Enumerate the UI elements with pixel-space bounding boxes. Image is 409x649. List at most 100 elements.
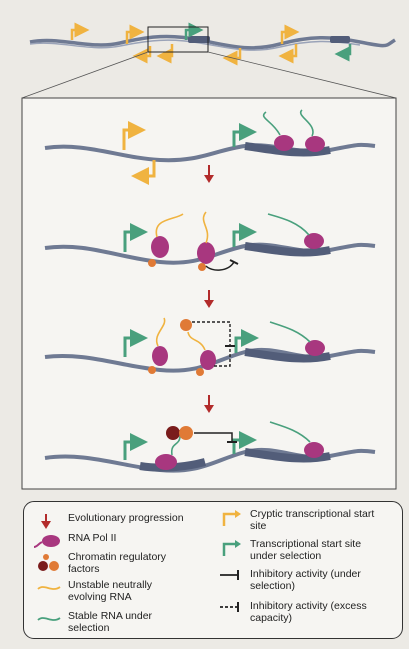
legend-label: Transcriptional start site under selecti…	[250, 538, 362, 562]
progression-arrow-icon	[204, 300, 214, 308]
diagram-figure	[21, 22, 397, 490]
pol2-icon	[274, 135, 294, 151]
legend-item-cryptic-tss: Cryptic transcriptional start site	[216, 508, 396, 532]
legend-item-inhibitory-excess: Inhibitory activity (excess capacity)	[216, 600, 396, 624]
legend-label: Inhibitory activity (excess capacity)	[250, 600, 367, 624]
selected-tss-icon	[216, 538, 250, 560]
cryptic-tss-icon	[122, 121, 146, 150]
selected-tss-icon	[123, 329, 148, 357]
overview-selected-tss-icon	[334, 44, 352, 62]
chromatin-factor-icon	[180, 319, 192, 331]
legend-item-unstable-rna: Unstable neutrally evolving RNA	[34, 579, 204, 603]
pol2-icon	[34, 532, 68, 554]
zoom-line-right	[207, 51, 397, 99]
stage-1	[44, 109, 376, 185]
progression-arrow-icon	[204, 405, 214, 413]
overview-cryptic-tss-icon	[156, 44, 174, 64]
overview-cryptic-tss-icon	[70, 22, 90, 40]
overview-cryptic-tss-icon	[278, 44, 298, 64]
pol2-icon	[305, 136, 325, 152]
legend-item-progression: Evolutionary progression	[34, 512, 204, 534]
inhibition-bar	[229, 259, 239, 265]
gene-body	[244, 242, 331, 257]
dna-strand	[44, 447, 376, 473]
unstable-rna-icon	[155, 317, 166, 347]
gene-body	[244, 348, 331, 363]
unstable-rna-icon	[155, 213, 184, 238]
pol2-icon	[305, 340, 325, 356]
inhibition-solid-icon	[205, 261, 235, 271]
pol2-icon	[155, 454, 177, 470]
legend-label: Evolutionary progression	[68, 512, 184, 524]
inhibition-dashed-icon	[216, 600, 250, 622]
pol2-icon	[304, 233, 324, 249]
stage-3	[44, 317, 376, 376]
stable-rna-icon	[262, 111, 281, 136]
stage-4	[44, 421, 376, 473]
stable-rna-icon	[299, 109, 314, 137]
chromatin-factor-icon	[148, 366, 156, 374]
chromatin-factor-icon	[196, 368, 204, 376]
overview-gene-block	[188, 36, 210, 43]
pol2-icon	[200, 350, 216, 370]
selected-tss-icon	[234, 329, 259, 353]
legend: Evolutionary progression RNA Pol II Chro…	[23, 501, 403, 639]
dna-strand	[44, 347, 376, 373]
zoom-selection-box	[147, 26, 209, 53]
legend-item-pol2: RNA Pol II	[34, 532, 204, 554]
cryptic-tss-icon	[131, 160, 156, 185]
inhibition-solid-icon	[216, 568, 250, 590]
legend-item-inhibitory-selection: Inhibitory activity (under selection)	[216, 568, 396, 592]
overview-dna-strand	[29, 34, 396, 50]
zoom-line-left	[21, 51, 149, 99]
selected-tss-icon	[232, 431, 257, 454]
stage-2	[44, 211, 376, 271]
unstable-rna-icon	[34, 579, 68, 601]
overview-selected-tss-icon	[184, 22, 204, 40]
gene-body	[244, 448, 331, 463]
legend-label: RNA Pol II	[68, 532, 117, 544]
pol2-icon	[152, 346, 168, 366]
overview-gene-block	[330, 36, 350, 43]
chromatin-factor-icon	[198, 263, 206, 271]
unstable-rna-icon	[187, 331, 206, 351]
legend-label: Stable RNA under selection	[68, 610, 153, 634]
chromatin-factor-icon	[148, 259, 156, 267]
overview-chromosome	[29, 22, 396, 66]
pol2-icon	[151, 236, 169, 258]
selected-tss-icon	[123, 433, 148, 460]
overview-cryptic-tss-icon	[132, 46, 152, 64]
gene-body	[244, 142, 331, 157]
legend-label: Inhibitory activity (under selection)	[250, 568, 361, 592]
dna-strand	[44, 242, 376, 265]
red-down-arrow-icon	[34, 512, 68, 534]
stable-rna-icon	[34, 610, 68, 632]
legend-label: Unstable neutrally evolving RNA	[68, 579, 153, 603]
gene-body	[139, 458, 207, 472]
unstable-rna-icon	[202, 211, 209, 244]
stable-rna-icon	[170, 435, 181, 456]
legend-label: Cryptic transcriptional start site	[250, 508, 375, 532]
stable-rna-icon	[269, 421, 311, 443]
pol2-icon	[197, 242, 215, 264]
stable-rna-icon	[269, 321, 311, 343]
stable-rna-icon	[267, 213, 310, 236]
legend-label: Chromatin regulatory factors	[68, 551, 167, 575]
chromatin-factors-icon	[34, 551, 68, 573]
progression-arrow-icon	[204, 175, 214, 183]
chromatin-factor-icon	[166, 426, 180, 440]
dna-strand	[44, 142, 376, 163]
cryptic-tss-icon	[216, 508, 250, 530]
selected-tss-icon	[232, 223, 257, 247]
selected-tss-icon	[232, 123, 257, 147]
legend-item-stable-rna: Stable RNA under selection	[34, 610, 204, 634]
overview-cryptic-tss-icon	[280, 24, 300, 44]
pol2-icon	[304, 442, 324, 458]
legend-item-chromatin: Chromatin regulatory factors	[34, 551, 204, 575]
overview-cryptic-tss-icon	[125, 24, 145, 44]
chromatin-factor-icon	[179, 426, 193, 440]
selected-tss-icon	[123, 223, 148, 252]
inhibition-solid-icon	[194, 432, 233, 442]
legend-item-selected-tss: Transcriptional start site under selecti…	[216, 538, 396, 562]
inhibition-dashed-icon	[192, 321, 231, 367]
